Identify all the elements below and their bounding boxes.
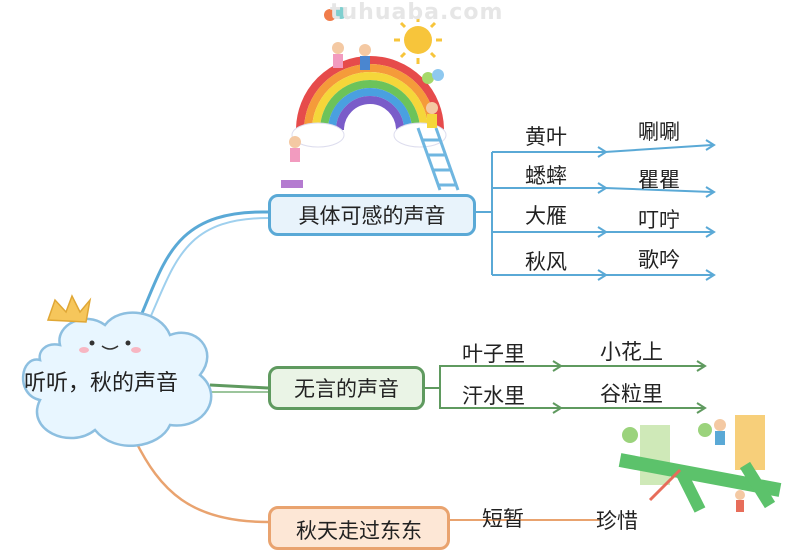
word-label: 珍惜 [596,509,638,533]
sun-icon [394,16,442,64]
branch-node-concrete-sounds[interactable]: 具体可感的声音 [268,194,476,236]
rainbow-kids-illustration [281,7,460,191]
watermark: tuhuaba.com [330,0,504,25]
sound-source-label: 秋风 [525,250,567,274]
crown-icon [46,294,92,323]
branch-label: 秋天走过东东 [296,519,422,543]
branch-label: 具体可感的声音 [298,204,446,228]
sound-label: 瞿瞿 [638,168,680,192]
balloon-icon [324,7,444,84]
root-connectors [133,210,269,524]
branch-1-connectors [476,139,716,281]
word-label: 短暂 [482,507,524,531]
playground-illustration [618,415,782,513]
place-label: 小花上 [600,340,663,364]
mind-map-canvas [21,7,782,524]
branch-label: 无言的声音 [294,377,399,401]
sound-label: 唰唰 [638,120,680,144]
root-label: 听听，秋的声音 [24,371,179,396]
sound-source-label: 蟋蟀 [525,164,567,188]
place-label: 叶子里 [462,342,525,366]
branch-node-autumn-passing[interactable]: 秋天走过东东 [268,506,450,550]
sound-source-label: 黄叶 [525,125,567,149]
place-label: 谷粒里 [600,382,663,406]
branch-node-silent-sounds[interactable]: 无言的声音 [268,366,425,410]
sound-source-label: 大雁 [525,204,567,228]
place-label: 汗水里 [462,384,525,408]
sound-label: 歌吟 [638,248,680,272]
sound-label: 叮咛 [638,208,680,232]
branch-2-connectors [425,360,707,414]
